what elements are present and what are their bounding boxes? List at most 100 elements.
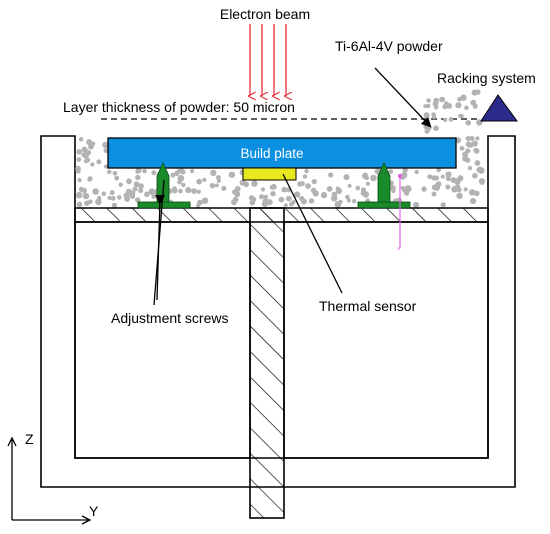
powder-particle [174,170,180,176]
leader-lines [153,67,432,306]
powder-particle [109,190,115,196]
powder-particle [185,187,192,194]
powder-particle [300,198,307,205]
powder-particle [170,172,176,178]
powder-particle [88,143,94,150]
powder-particle [249,199,256,206]
powder-particle [431,112,436,117]
powder-particle [335,186,340,191]
powder-particle [209,183,216,189]
powder-particle [328,172,334,178]
powder-particle [123,192,130,199]
powder-particle [413,201,420,208]
powder-particle [90,162,95,167]
powder-particle [216,178,221,183]
powder-particle [470,197,477,205]
powder-particle [312,190,319,197]
powder-particle [427,174,433,180]
powder-particle [352,199,357,204]
powder-particle [474,160,481,166]
powder-particle [118,182,123,187]
powder-particle [391,188,396,194]
powder-particle [133,181,140,188]
powder-particle [201,197,209,204]
powder-particle [440,202,446,208]
powder-particle [426,98,431,103]
powder-particle [459,145,465,151]
powder-particle [171,187,178,194]
powder-particle [370,174,377,182]
powder-particle [364,175,369,181]
powder-particle [132,186,138,192]
powder-particle [81,146,88,153]
powder-particle [347,183,352,188]
electron-beam-label: Electron beam [220,6,310,22]
powder-particle [126,178,132,185]
powder-particle [129,193,136,199]
powder-particle [221,185,227,191]
racking-system-icon [480,94,518,122]
powder-particle [308,198,315,204]
powder-particle [197,199,203,206]
adjustment-screw-right [357,162,411,209]
loose-powder [423,89,483,134]
powder-particle [423,112,430,119]
powder-particle [278,196,285,203]
powder-particle [138,188,144,194]
powder-particle [82,152,89,159]
powder-particle [281,186,287,193]
powder-particle [248,195,255,201]
powder-particle [479,180,485,185]
powder-particle [88,199,93,204]
powder-particle [95,198,102,206]
powder-particle [460,94,467,101]
powder-particle [331,191,338,198]
powder-particle [402,167,408,173]
powder-particle [456,187,462,193]
powder-particle [135,197,141,203]
powder-particle [432,101,439,107]
powder-particle [473,148,480,154]
powder-particle [76,201,83,208]
powder-particle [475,89,481,95]
thermal-sensor-label: Thermal sensor [319,298,417,314]
powder-particle [177,179,182,185]
powder-particle [338,199,343,204]
powder-particle [446,103,453,109]
powder-particle [196,178,203,185]
probe-line: × [397,173,403,253]
powder-particle [228,171,236,178]
powder-particle [92,188,99,195]
powder-particle [239,179,246,186]
powder-particle [448,117,454,122]
powder-particle [114,175,120,181]
powder-particle [202,177,207,182]
powder-particle [442,104,448,110]
powder-particle [439,96,445,103]
powder-particle [117,195,122,200]
powder-particle [214,183,219,188]
powder-particle [216,175,221,180]
powder-particle [443,117,448,122]
powder-particle [103,148,109,154]
powder-particle [320,191,328,199]
powder-particle [462,151,468,158]
powder-particle [388,169,394,174]
powder-particle [467,165,473,171]
powder-particle [196,189,201,194]
powder-particle [365,181,370,186]
powder-particle [191,188,198,195]
powder-particle [431,191,437,197]
powder-particle [311,179,317,185]
axes-indicator [7,436,92,525]
powder-particle [251,180,258,187]
powder-particle [404,185,412,192]
powder-particle [304,168,309,174]
powder-particle [283,203,288,208]
powder-particle [355,185,361,191]
powder-particle [135,174,141,181]
electron-beam-arrows [250,24,286,96]
powder-particle [77,178,82,183]
